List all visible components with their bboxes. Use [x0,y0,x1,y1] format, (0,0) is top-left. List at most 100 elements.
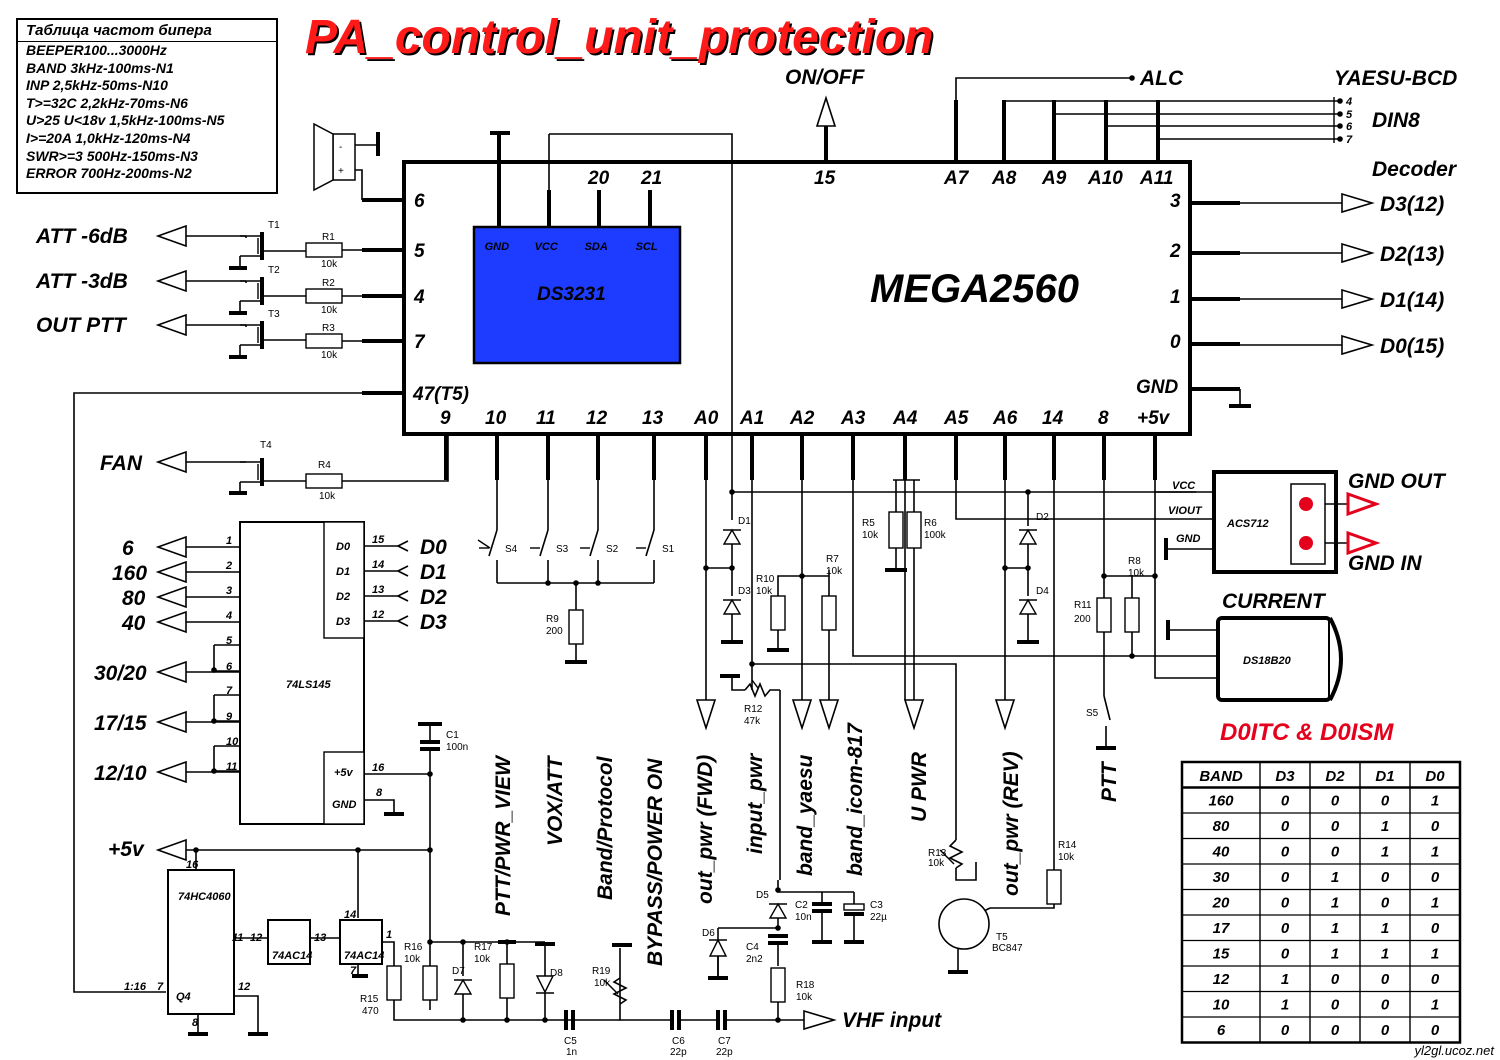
junction-dot [703,565,709,571]
band-table-cell: 0 [1281,920,1290,937]
resistor-value: 470 [362,1006,379,1017]
terminal-in-dot [1299,536,1313,550]
band-table-header: BAND [1199,768,1242,785]
74hc4060-pin: 12 [238,981,250,993]
band-table-cell: 0 [1431,920,1440,937]
junction-dot [1129,75,1135,81]
resistor [386,965,402,1001]
gnd-in-label: GND IN [1348,552,1422,575]
resistor-value: 200 [546,626,563,637]
74hc4060-pin: Q4 [176,991,191,1003]
beeper-row: BEEPER100...3000Hz [26,42,167,58]
vertical-signal-label: band_yaesu [794,754,817,876]
band-table-cell: 1 [1431,844,1439,861]
resistor [305,242,343,258]
junction-dot [1337,98,1343,104]
decoder-d-pin: D1 [336,566,350,578]
mega-pin-label: 1 [1170,287,1181,308]
wire [73,392,362,993]
resistor-label: R19 [592,966,611,977]
junction-dot [542,1017,548,1023]
watermark: yl2gl.ucoz.net [1414,1043,1495,1058]
junction-dot [504,1017,510,1023]
wire [1053,113,1340,162]
resistor-value: 10k [594,978,611,989]
ds18b20-body [1328,617,1343,701]
band-output-arrow-icon [155,560,187,584]
band-table-cell: 1 [1431,895,1439,912]
capacitor-label: C6 [672,1036,685,1047]
decoder-d-num: 13 [372,584,384,596]
resistor-value: 10k [756,586,773,597]
wire [1154,480,1216,679]
switch-label: S5 [1086,708,1099,719]
resistor-label: R6 [924,518,937,529]
resistor [821,595,837,631]
capacitor-label: C7 [718,1036,731,1047]
resistor-value: 10k [321,350,338,361]
connector-mark [397,595,409,602]
decoder-label: Decoder [1372,158,1458,181]
din8-pin-label: 6 [1346,121,1353,133]
band-table-cell: 160 [1208,793,1234,810]
diode-label: D7 [452,966,465,977]
decoder-d-label: D2 [420,586,447,609]
74ac14-pin: 14 [344,909,356,921]
resistor-value: 47k [744,716,761,727]
mega-pin-label: 21 [640,168,662,189]
mega2560-chip [402,160,1192,436]
fan-arrow-icon [155,450,187,474]
74ac14-chip [339,919,383,965]
wire [852,480,1216,657]
mega-pin-label: A5 [943,408,969,429]
wire [955,862,977,881]
capacitor-value: 22p [716,1047,733,1058]
vertical-signal-label: out_pwr (FWD) [694,755,717,904]
wire [393,1000,575,1021]
74hc4060-pin: 11 [232,932,243,944]
diode-icon [722,598,742,615]
band-table-cell: 0 [1331,997,1340,1014]
decoder-gnd-num: 8 [376,787,383,799]
ds3231-pin-label: SDA [585,241,608,253]
mega-pin-label: GND [1136,377,1179,398]
74ls145-pwrbox [323,751,365,825]
vertical-signal-label: U PWR [908,751,931,822]
band-table-header: D1 [1375,768,1394,785]
band-output-label: 17/15 [94,712,147,735]
resistor-label: R17 [474,942,493,953]
band-output-label: 160 [112,562,147,585]
capacitor-label: C3 [870,900,883,911]
transistor-t5-icon [938,898,990,950]
mega-pin-label: A1 [739,408,764,429]
decoder-d-label: D1 [420,561,447,584]
diode-label: D6 [702,928,715,939]
band-output-arrow-icon [155,610,187,634]
band-table-cell: 17 [1213,920,1230,937]
junction-dot [211,667,217,673]
band-table-cell: 20 [1212,895,1230,912]
resistor [888,511,904,549]
band-table-cell: 6 [1217,1022,1226,1039]
band-output-arrow-icon [155,710,187,734]
gnd-in-arrow-icon [1346,530,1381,556]
switch-dash [477,539,491,549]
vertical-signal-label: Band/Protocol [594,755,617,900]
vertical-signal-label: input_pwr [744,752,767,854]
din8-label: DIN8 [1372,109,1420,132]
speaker-plus: + [338,166,344,177]
resistor-label: R14 [1058,840,1077,851]
switch-lever [539,529,549,557]
resistor [305,288,343,304]
band-table-cell: 0 [1431,971,1440,988]
diode-icon [722,528,742,545]
resistor-label: R10 [756,574,775,585]
resistor [568,609,584,645]
74ac14-pin: 13 [314,932,326,944]
current-label: CURRENT [1222,590,1327,613]
band-table-cell: 1 [1331,895,1339,912]
band-table-cell: 1 [1281,997,1289,1014]
diode-label: D2 [1036,512,1049,523]
switch-label: S2 [606,544,619,555]
diode-label: D3 [738,586,751,597]
